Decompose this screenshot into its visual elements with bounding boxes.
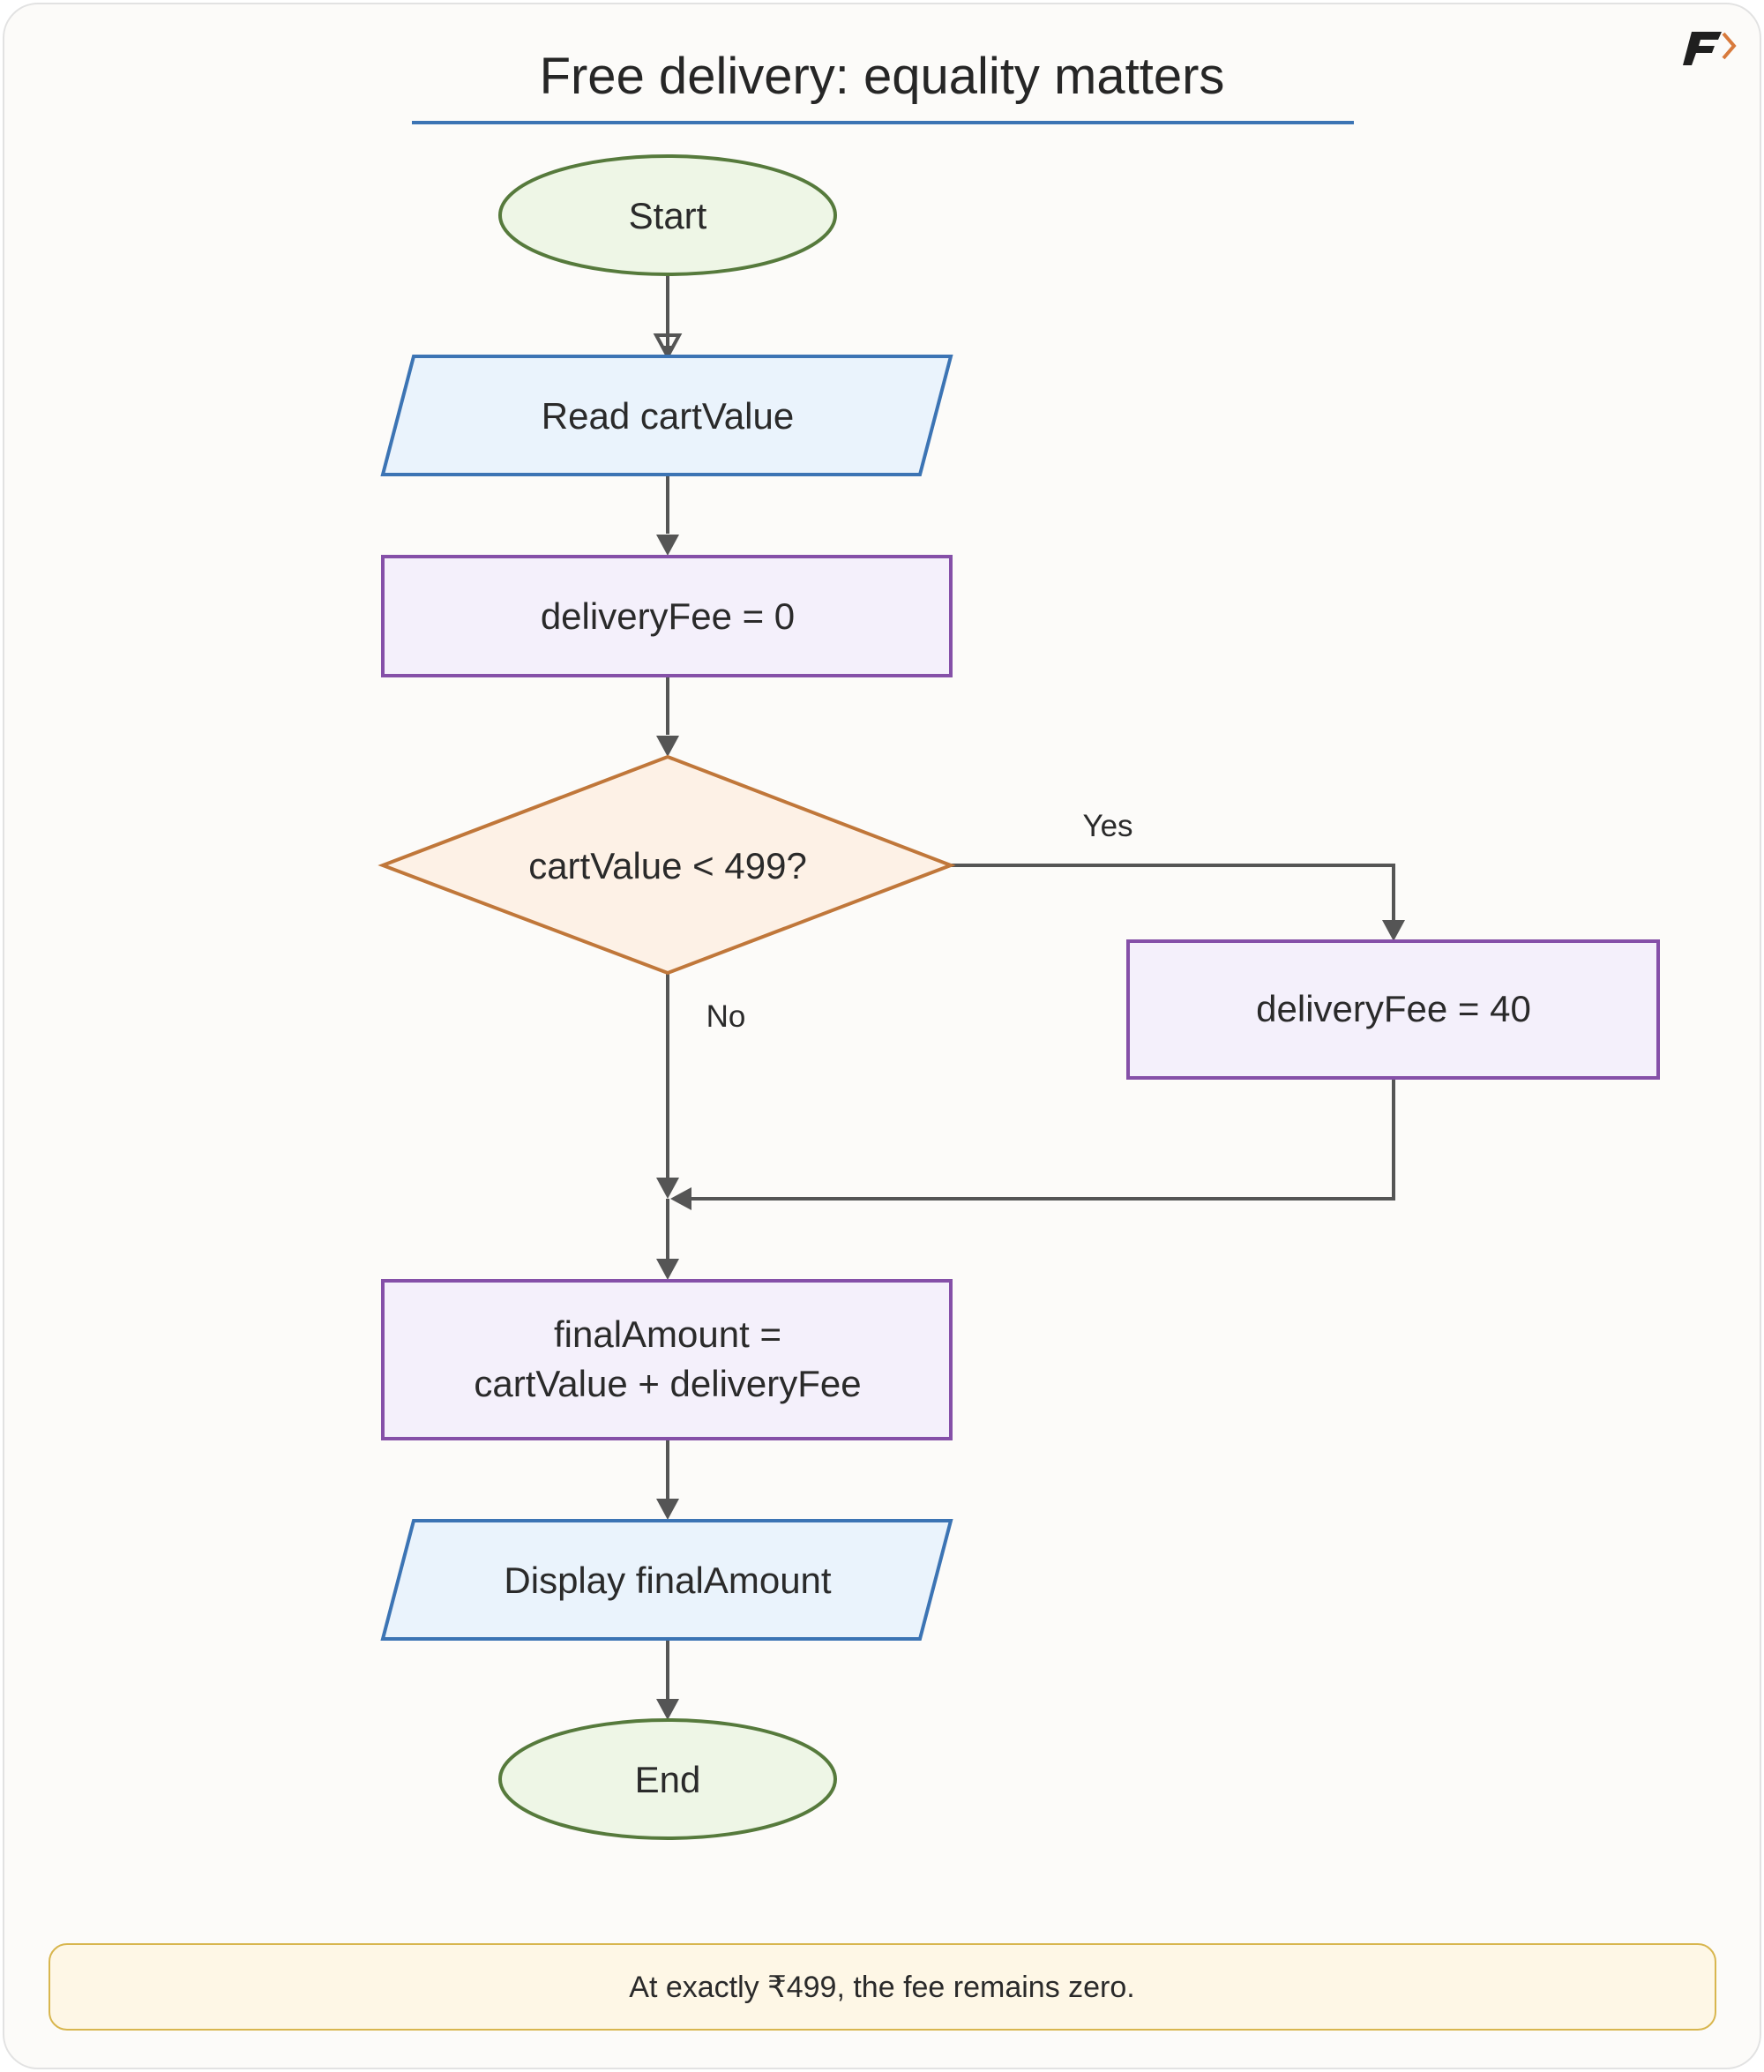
- arrowhead-7: [656, 1259, 679, 1280]
- decision-node: [377, 754, 956, 976]
- arrowhead-5: [656, 1178, 679, 1199]
- arrowhead-6: [670, 1187, 691, 1210]
- edge-decision-yes: [951, 864, 1395, 920]
- arrowhead-3: [656, 736, 679, 757]
- display-output-label: Display finalAmount: [504, 1560, 832, 1601]
- end-node-label: End: [635, 1759, 701, 1800]
- read-input-label: Read cartValue: [542, 395, 794, 437]
- arrowhead-2: [656, 535, 679, 556]
- final-amount-line1: finalAmount =: [554, 1313, 781, 1355]
- read-input-node: [380, 355, 953, 476]
- init-fee-node: [381, 555, 953, 677]
- init-fee-label: deliveryFee = 0: [541, 595, 795, 637]
- start-node-label: Start: [629, 195, 707, 236]
- display-output-node: [380, 1519, 953, 1641]
- final-amount-line2: cartValue + deliveryFee: [474, 1363, 861, 1404]
- brand-logo-icon: [1683, 32, 1737, 65]
- arrowhead-8: [656, 1499, 679, 1520]
- note-box: [49, 1943, 1716, 2031]
- arrowhead-4: [1382, 920, 1405, 941]
- edge-label-no: No: [706, 999, 746, 1034]
- start-node: [498, 154, 837, 276]
- fee40-label: deliveryFee = 40: [1256, 988, 1531, 1029]
- fee40-node: [1126, 939, 1660, 1080]
- end-node: [498, 1718, 837, 1840]
- edge-fee40-merge: [690, 1078, 1395, 1201]
- edge-label-yes: Yes: [1082, 809, 1132, 843]
- final-amount-node: [381, 1279, 953, 1440]
- decision-label: cartValue < 499?: [528, 845, 807, 886]
- arrowhead-9: [656, 1699, 679, 1720]
- arrowhead-1: [653, 333, 683, 361]
- note-text: At exactly ₹499, the fee remains zero.: [629, 1971, 1134, 2004]
- diagram-title: Free delivery: equality matters: [540, 48, 1225, 105]
